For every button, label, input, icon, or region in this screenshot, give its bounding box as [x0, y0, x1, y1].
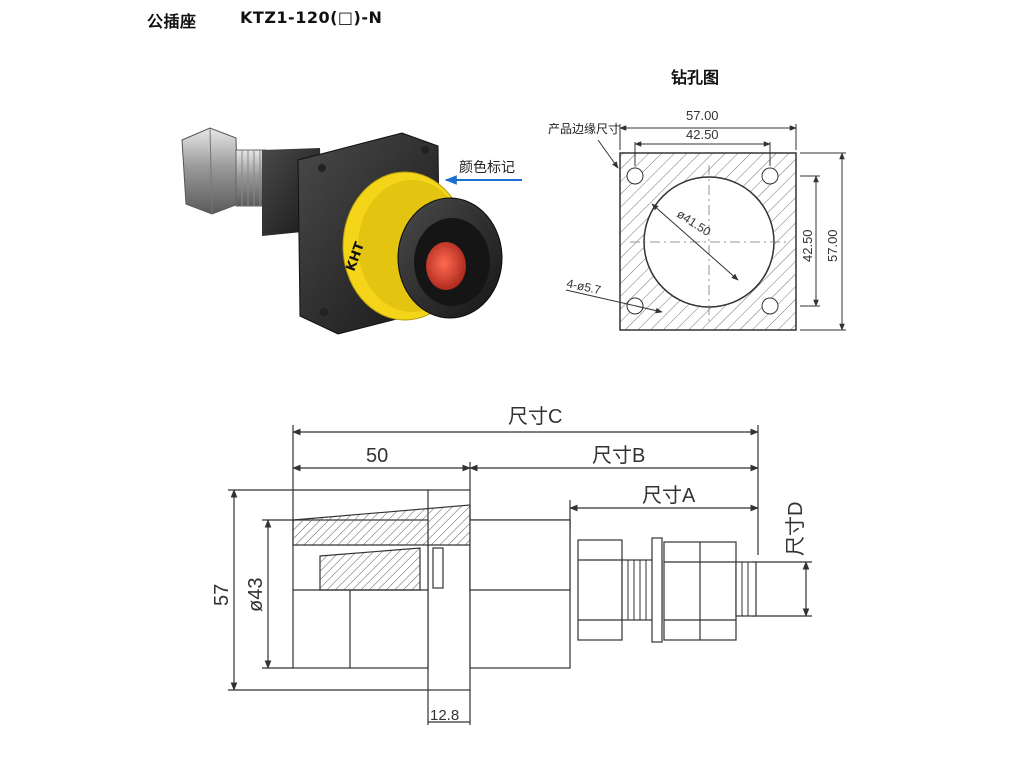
- mount-hole: [761, 297, 779, 315]
- product-photo: KHT: [181, 127, 522, 335]
- dim-body-diameter: ø43: [245, 578, 267, 612]
- dim-rear-length: 尺寸B: [592, 444, 645, 467]
- side-view: [228, 425, 812, 725]
- drill-diagram-title: 钻孔图: [671, 68, 720, 87]
- model-number: KTZ1-120(□)-N: [240, 8, 383, 27]
- dim-flange-thickness: 12.8: [430, 707, 459, 724]
- drill-diagram: [565, 124, 846, 331]
- dim-flange-height: 57: [211, 584, 233, 606]
- dim-outer-width: 57.00: [686, 108, 719, 123]
- dim-thread-diameter: 尺寸D: [784, 502, 807, 556]
- product-name: 公插座: [147, 12, 197, 31]
- dim-front-length: 50: [366, 445, 388, 467]
- dim-bore: ø41.50: [674, 207, 713, 239]
- dim-thread-length: 尺寸A: [642, 484, 696, 507]
- dim-hole-spacing-width: 42.50: [686, 127, 719, 142]
- outline-label: 产品边缘尺寸: [548, 122, 620, 136]
- dim-total-length: 尺寸C: [508, 405, 562, 428]
- dim-hole-spacing-height: 42.50: [800, 229, 815, 262]
- mount-hole: [761, 167, 779, 185]
- mount-hole: [626, 167, 644, 185]
- dim-outer-height: 57.00: [825, 229, 840, 262]
- color-mark-label: 颜色标记: [459, 160, 515, 176]
